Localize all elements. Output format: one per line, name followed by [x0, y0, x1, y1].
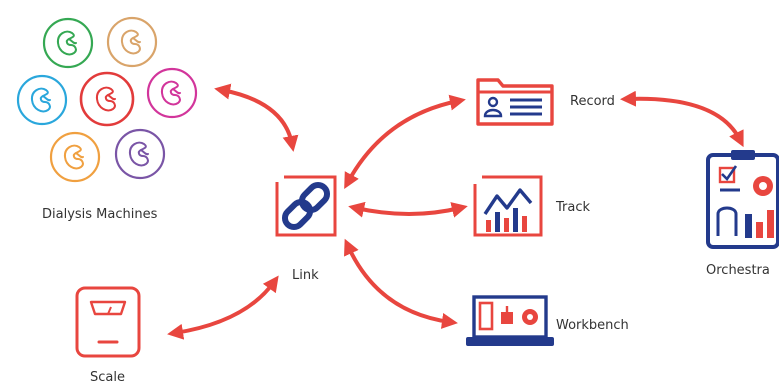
link-label: Link: [292, 268, 319, 283]
curved-double-arrow: [348, 201, 468, 218]
dialysis-machines-label: Dialysis Machines: [42, 207, 158, 222]
kidney-icon: [106, 16, 158, 68]
kidney-icon: [42, 17, 94, 69]
curved-double-arrow: [167, 275, 279, 340]
track-label: Track: [556, 200, 591, 215]
record-label: Record: [570, 94, 615, 109]
curved-double-arrow: [620, 90, 744, 148]
kidney-icon: [49, 131, 101, 183]
laptop-workbench-icon: [466, 295, 554, 346]
kidney-icon: [79, 71, 135, 127]
scale-label: Scale: [90, 370, 125, 385]
workbench-label: Workbench: [556, 318, 629, 333]
curved-double-arrow: [344, 238, 458, 329]
clipboard-gear-icon: [706, 150, 779, 249]
kidney-icon: [146, 67, 198, 119]
curved-double-arrow: [344, 94, 466, 190]
connector-arrows: [167, 83, 744, 340]
folder-record-icon: [476, 78, 554, 126]
kidney-icon: [114, 128, 166, 180]
weighing-scale-icon: [75, 286, 141, 358]
track-chart-icon: [468, 170, 543, 237]
curved-double-arrow: [214, 83, 299, 152]
orchestra-label: Orchestra: [706, 263, 770, 278]
kidney-icon: [16, 74, 68, 126]
dialysis-machines-cluster: [16, 16, 198, 183]
chain-link-icon: [268, 166, 337, 237]
